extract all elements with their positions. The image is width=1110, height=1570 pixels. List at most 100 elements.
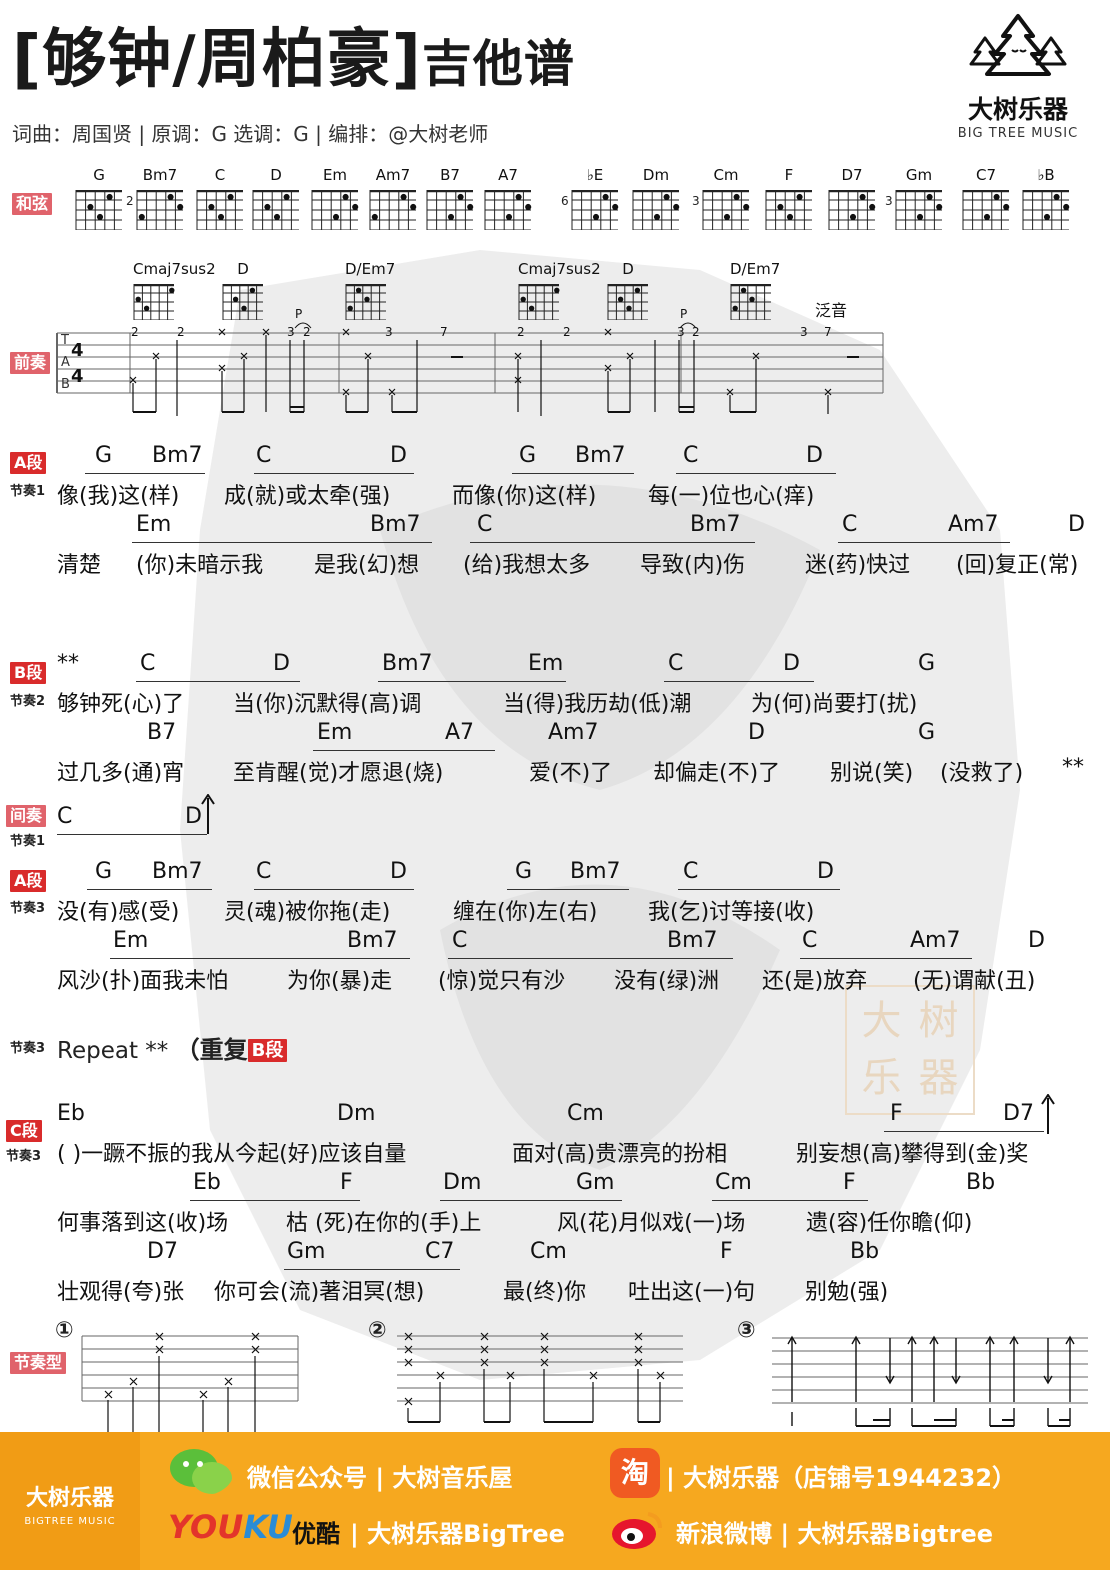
youku-logo-a: YOU bbox=[168, 1508, 244, 1546]
finger-dot bbox=[1053, 193, 1060, 201]
chord-name: ♭E bbox=[586, 166, 604, 184]
tab-number: 2 bbox=[131, 325, 139, 339]
section-c-lyrics-1: ( )一蹶不振的我从今起(好)应该自量 面对(高)贵漂亮的扮相 别妄想(高)攀得… bbox=[0, 1136, 1110, 1170]
chord-label: Bm7 bbox=[152, 859, 203, 884]
fretboard-grid bbox=[196, 189, 246, 231]
chord-label: Bm7 bbox=[152, 443, 203, 468]
finger-dot bbox=[612, 203, 619, 211]
finger-dot bbox=[177, 203, 184, 211]
section-b-label: B段 bbox=[10, 662, 47, 684]
tab-number: 3 bbox=[800, 325, 808, 339]
fretboard-grid bbox=[484, 189, 534, 231]
chord-name: B7 bbox=[440, 166, 460, 184]
chord-label: D bbox=[748, 720, 765, 745]
finger-dot bbox=[371, 213, 378, 221]
section-c-label: C段 bbox=[6, 1120, 42, 1142]
lyric: 我(乞)讨等接(收) bbox=[648, 900, 815, 925]
chord-label: B7 bbox=[147, 720, 177, 745]
tab-letter-b: B bbox=[61, 377, 70, 392]
section-b-chords-2: B7 Em A7 Am7 D G bbox=[0, 720, 1110, 756]
interlude-label: 间奏 bbox=[6, 805, 47, 827]
finger-dot bbox=[227, 193, 234, 201]
lyric: 迷(药)快过 bbox=[805, 553, 911, 578]
section-a1-rhythm: 节奏1 bbox=[10, 484, 46, 499]
repeat-rhythm: 节奏3 bbox=[10, 1041, 46, 1056]
lyric: 是我(幻)想 bbox=[314, 553, 420, 578]
chord-label: Em bbox=[113, 928, 149, 953]
finger-dot bbox=[634, 287, 641, 293]
finger-dot bbox=[743, 203, 750, 211]
finger-dot bbox=[283, 193, 290, 201]
fretboard-grid bbox=[133, 283, 177, 321]
start-fret: 3 bbox=[885, 194, 893, 208]
intro-x-marks bbox=[129, 328, 832, 396]
section-a1-lyrics-2: 清楚 (你)未暗示我 是我(幻)想 (给)我想太多 导致(内)伤 迷(药)快过 … bbox=[0, 547, 1110, 581]
finger-dot bbox=[796, 193, 803, 201]
chord-label: D7 bbox=[147, 1239, 178, 1264]
lyric: 面对(高)贵漂亮的扮相 bbox=[512, 1142, 728, 1167]
lyric: (给)我想太多 bbox=[463, 553, 591, 578]
section-a2-chords-2: Em Bm7 C Bm7 C Am7 D bbox=[0, 928, 1110, 964]
fretboard-grid bbox=[962, 189, 1012, 231]
section-b-rhythm: 节奏2 bbox=[10, 694, 46, 709]
finger-dot bbox=[169, 287, 175, 293]
tree-icon bbox=[969, 14, 1067, 76]
finger-dot bbox=[740, 287, 747, 293]
tab-number: 2 bbox=[303, 325, 311, 339]
fretboard-grid bbox=[252, 189, 302, 231]
chord-diagram: Cmaj7sus2 bbox=[518, 260, 601, 321]
chord-diagram: Am7 bbox=[369, 166, 419, 231]
lyric: 导致(内)伤 bbox=[640, 553, 746, 578]
chord-chart-label: 和弦 bbox=[12, 193, 53, 215]
lyric: 当(你)沉默得(高)调 bbox=[233, 692, 422, 717]
lyric: 清楚 bbox=[57, 553, 102, 578]
repeat-marker: ** bbox=[1062, 755, 1084, 780]
lyric: 至肯醒(觉)才愿退(烧) bbox=[233, 761, 444, 786]
start-fret: 3 bbox=[692, 194, 700, 208]
finger-dot bbox=[592, 213, 600, 221]
finger-dot bbox=[849, 213, 857, 221]
chord-label: G bbox=[95, 859, 113, 884]
song-title: [够钟/周柏豪] bbox=[12, 23, 422, 97]
finger-dot bbox=[723, 213, 731, 221]
lyric: 别妄想(高)攀得到(金)奖 bbox=[796, 1142, 1029, 1167]
finger-dot bbox=[1063, 203, 1070, 211]
footer-weibo[interactable]: 新浪微博 | 大树乐器Bigtree bbox=[676, 1520, 994, 1548]
intro-label: 前奏 bbox=[10, 352, 51, 374]
watermark-stamp: 大 树 乐 器 bbox=[845, 985, 975, 1115]
lyric: 成(就)或太牵(强) bbox=[224, 484, 391, 509]
finger-dot bbox=[749, 296, 755, 302]
fretboard-grid bbox=[136, 189, 186, 231]
chord-name: Cmaj7sus2 bbox=[133, 260, 216, 278]
chord-name: Dm bbox=[642, 166, 670, 184]
youku-logo: YOUKU bbox=[168, 1508, 293, 1546]
intro-tab-staff: T A B 4 4 2 2 3 2 3 7 2 2 3 2 3 7 P P 泛音 bbox=[56, 301, 884, 416]
chord-diagram: C7 bbox=[962, 166, 1012, 231]
section-a2-lyrics-1: 没(有)感(受) 灵(魂)被你拖(走) 缠在(你)左(右) 我(乞)讨等接(收) bbox=[0, 894, 1110, 928]
chord-name: D bbox=[270, 166, 282, 184]
footer-youku[interactable]: | 大树乐器BigTree bbox=[350, 1520, 565, 1548]
finger-dot bbox=[525, 203, 532, 211]
fretboard-grid bbox=[765, 189, 815, 231]
brand-name: 大树乐器 bbox=[967, 95, 1068, 124]
chord-label: Bb bbox=[850, 1239, 880, 1264]
repeat-paren: （重复 bbox=[175, 1036, 248, 1064]
footer-wechat[interactable]: 微信公众号 | 大树音乐屋 bbox=[247, 1464, 513, 1492]
chord-diagram: D bbox=[252, 166, 302, 231]
stamp-char: 树 bbox=[918, 998, 959, 1044]
chord-name: Gm bbox=[905, 166, 933, 184]
chord-name: G bbox=[93, 166, 105, 184]
repeat-marker: ** bbox=[57, 651, 79, 676]
fretboard-grid bbox=[426, 189, 476, 231]
footer-taobao[interactable]: | 大树乐器（店铺号1944232） bbox=[666, 1464, 1017, 1492]
chord-label: C bbox=[683, 859, 699, 884]
lyric: (惊)觉只有沙 bbox=[438, 969, 566, 994]
weibo-icon bbox=[612, 1512, 662, 1549]
tab-number: 2 bbox=[177, 325, 185, 339]
chord-diagram: D bbox=[222, 260, 266, 321]
fretboard-grid bbox=[828, 189, 878, 231]
section-c-lyrics-3: 壮观得(夸)张 你可会(流)著泪冥(想) 最(终)你 吐出这(一)句 别勉(强) bbox=[0, 1274, 1110, 1308]
chord-label: Bm7 bbox=[370, 512, 421, 537]
lyric: 风沙(扑)面我未怕 bbox=[57, 969, 229, 994]
